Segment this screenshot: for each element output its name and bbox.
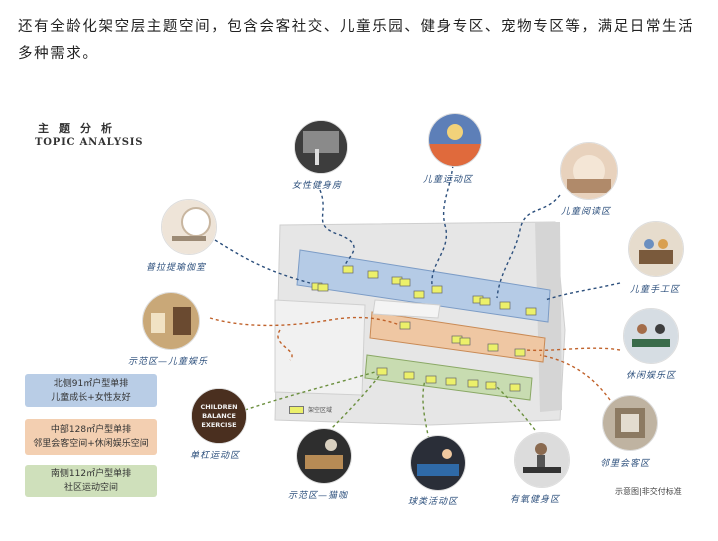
photo-text-line1: CHILDREN bbox=[200, 403, 237, 411]
legend-middle-line2: 邻里会客空间+休闲娱乐空间 bbox=[33, 439, 149, 449]
legend-north-line1: 北侧91㎡户型单排 bbox=[53, 378, 129, 389]
label-female-gym: 女性健身房 bbox=[292, 181, 343, 191]
legend-north-line2: 儿童成长+女性友好 bbox=[51, 392, 131, 403]
orange-connectors bbox=[209, 316, 621, 401]
topic-title-cn: 主题分析 bbox=[38, 122, 122, 135]
neighbor-lounge-photo bbox=[602, 395, 658, 451]
photo-text-line3: EXERCISE bbox=[201, 421, 236, 429]
label-kids-sports: 儿童运动区 bbox=[423, 175, 474, 185]
ball-sports-photo bbox=[410, 435, 466, 491]
demo-cat-cafe-photo bbox=[296, 428, 352, 484]
south-yellow-marks bbox=[376, 367, 521, 392]
legend-south-line2: 社区运动空间 bbox=[63, 483, 118, 493]
label-ball-sports: 球类活动区 bbox=[408, 497, 459, 507]
legend-middle-line1: 中部128㎡户型单排 bbox=[50, 425, 132, 435]
aerobic-gym-photo bbox=[514, 432, 570, 488]
label-single-bar: 单杠运动区 bbox=[190, 451, 241, 461]
blue-connectors bbox=[214, 164, 621, 301]
label-demo-kids-play: 示范区—儿童娱乐 bbox=[128, 357, 209, 367]
legend-south-line1: 南侧112㎡户型单排 bbox=[50, 469, 132, 479]
label-aerobic-gym: 有氧健身区 bbox=[510, 495, 561, 505]
label-demo-cat-cafe: 示范区—猫咖 bbox=[288, 491, 349, 501]
demo-kids-play-photo bbox=[142, 292, 200, 350]
kids-sports-photo bbox=[428, 113, 482, 167]
topic-title-en: TOPIC ANALYSIS bbox=[35, 137, 144, 148]
map-key-swatch bbox=[289, 405, 304, 414]
kids-craft-photo bbox=[628, 221, 684, 277]
single-bar-photo: CHILDREN BALANCE EXERCISE bbox=[191, 388, 247, 444]
label-neighbor-lounge: 邻里会客区 bbox=[600, 459, 651, 469]
label-kids-craft: 儿童手工区 bbox=[630, 285, 681, 295]
legend-north: 北侧91㎡户型单排 儿童成长+女性友好 bbox=[25, 374, 157, 407]
north-yellow-marks bbox=[311, 265, 537, 316]
legend-south: 南侧112㎡户型单排 社区运动空间 bbox=[25, 465, 157, 497]
label-leisure-play: 休闲娱乐区 bbox=[626, 371, 677, 381]
photo-text-line2: BALANCE bbox=[202, 412, 236, 420]
middle-yellow-marks bbox=[399, 321, 526, 357]
female-gym-photo bbox=[294, 120, 348, 174]
label-pilates-yoga: 普拉提瑜伽室 bbox=[146, 263, 207, 273]
map-key-label: 架空区域 bbox=[308, 407, 333, 414]
kids-reading-photo bbox=[560, 142, 618, 200]
disclaimer-caption: 示意图|非交付标准 bbox=[615, 487, 682, 496]
leisure-play-photo bbox=[623, 308, 679, 364]
label-kids-reading: 儿童阅读区 bbox=[561, 207, 612, 217]
pilates-yoga-photo bbox=[161, 199, 217, 255]
intro-paragraph: 还有全龄化架空层主题空间，包含会客社交、儿童乐园、健身专区、宠物专区等，满足日常… bbox=[18, 19, 695, 62]
map-key: 架空区域 bbox=[289, 405, 332, 414]
legend-middle: 中部128㎡户型单排 邻里会客空间+休闲娱乐空间 bbox=[25, 419, 157, 455]
